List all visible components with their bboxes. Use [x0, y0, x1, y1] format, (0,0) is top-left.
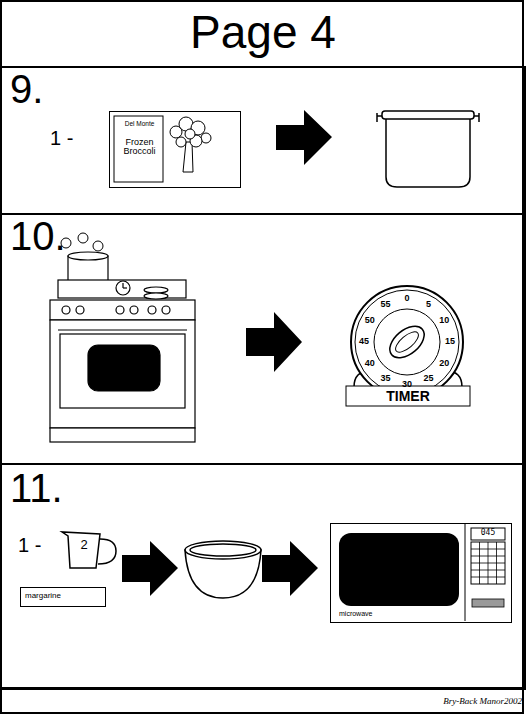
stove-drawing	[50, 252, 195, 442]
kitchen-timer: 0510152025303540455055TIMER	[342, 285, 474, 409]
package-label-box	[114, 116, 163, 182]
timer-text: 55	[376, 300, 396, 309]
block-arrow	[276, 110, 332, 165]
broccoli-drawing	[170, 117, 211, 172]
timer-face	[351, 286, 463, 398]
timer-text: 0	[397, 294, 417, 303]
step-number: 9.	[10, 68, 43, 110]
timer-text: 45	[354, 337, 374, 346]
step-number: 11.	[10, 467, 63, 509]
microwave-button-bar	[472, 599, 504, 607]
credit-note: Bry-Back Manor2002	[410, 697, 522, 706]
timer-knob-grip	[392, 328, 421, 355]
timer-text: 25	[419, 374, 439, 383]
timer-text: 10	[434, 316, 454, 325]
microwave-display	[471, 528, 505, 540]
keypad-line	[471, 563, 505, 564]
broccoli-package: Del MonteFrozen Broccoli	[109, 111, 241, 188]
quantity-label: 1 -	[18, 535, 41, 556]
step-panel: 9. Del MonteFrozen Broccoli	[0, 66, 526, 215]
bowl-drawing	[185, 541, 261, 598]
block-arrow	[262, 541, 318, 596]
block-arrow	[122, 541, 178, 596]
timer-text: 50	[360, 316, 380, 325]
page-title: Page 4	[0, 8, 526, 56]
timer-text: 5	[419, 300, 439, 309]
pot-drawing	[377, 111, 479, 187]
timer-plate	[346, 386, 470, 406]
timer-ring	[355, 290, 459, 394]
measuring-cup: 2	[60, 530, 118, 570]
microwave-window	[339, 533, 459, 606]
block-arrow	[246, 312, 302, 372]
step-panel: 10.0510152025303540455055TIMER	[0, 213, 526, 465]
timer-text: 40	[360, 359, 380, 368]
cup-measure: 2	[72, 538, 96, 552]
step-panel: 11. 2 margarine microwave 045	[0, 463, 526, 690]
timer-dial	[374, 309, 440, 375]
keypad-line	[471, 556, 505, 557]
step-number: 10.	[10, 215, 66, 257]
microwave-art	[331, 524, 513, 624]
margarine-box: margarine	[20, 587, 106, 607]
cup-body	[62, 532, 100, 568]
keypad-line	[471, 577, 505, 578]
product-name: margarine	[25, 592, 103, 600]
cup-outline	[60, 530, 118, 570]
microwave-divider	[465, 524, 466, 621]
appliance-text: microwave	[339, 610, 429, 617]
timer-text: TIMER	[346, 389, 470, 404]
quantity-label: 1 -	[50, 128, 73, 149]
appliance-text: 045	[471, 529, 505, 537]
timer-text: 35	[376, 374, 396, 383]
cup-handle	[98, 539, 116, 564]
timer-text: 15	[440, 337, 460, 346]
timer-knob	[384, 320, 430, 364]
package-text: Frozen Broccoli	[116, 138, 163, 157]
microwave-oven: microwave 045	[330, 523, 512, 623]
package-text: Del Monte	[115, 121, 164, 128]
timer-text: 20	[434, 359, 454, 368]
keypad-line	[471, 570, 505, 571]
microwave-keypad	[471, 542, 505, 584]
keypad-line	[471, 549, 505, 550]
steam-bubbles	[61, 233, 103, 251]
